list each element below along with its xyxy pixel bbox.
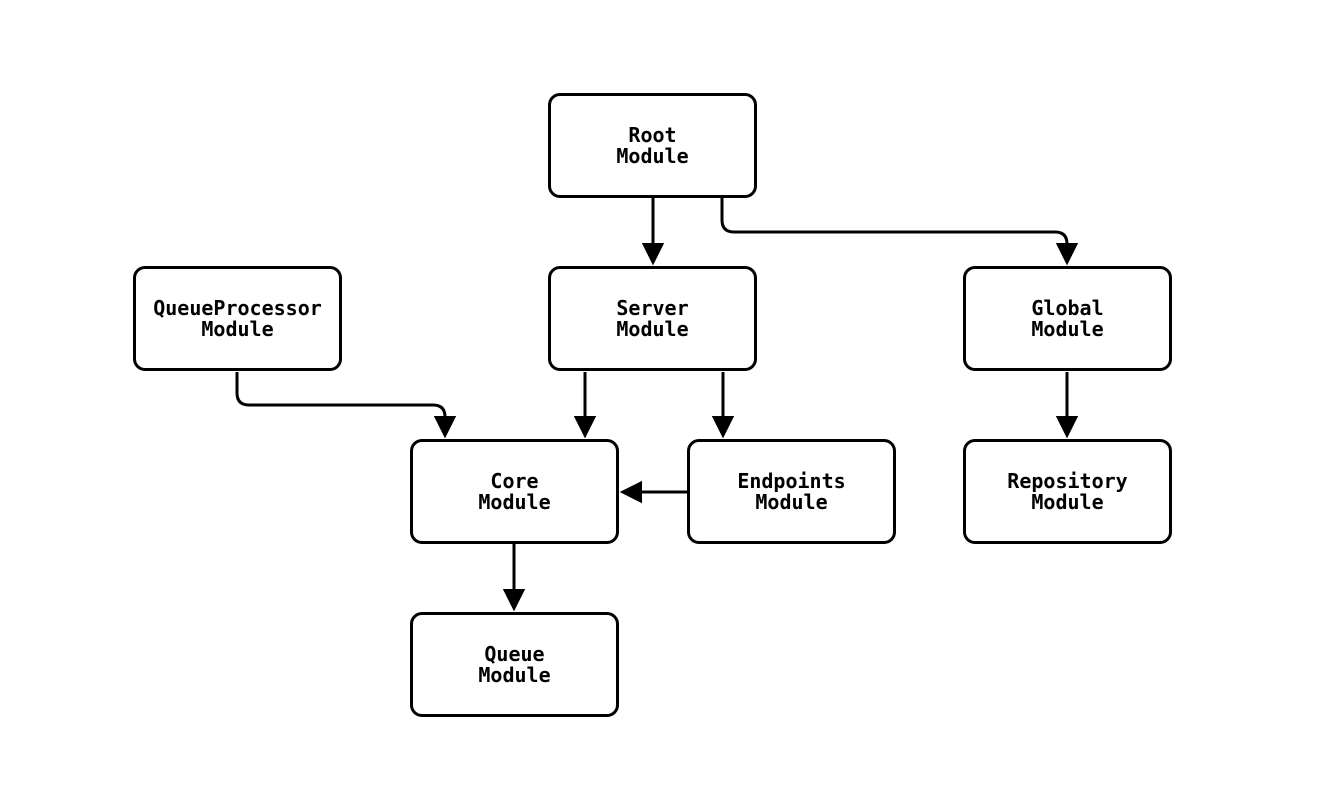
node-label: QueueProcessor Module xyxy=(153,295,322,341)
node-label: Server Module xyxy=(616,295,689,341)
node-global-module: Global Module xyxy=(963,266,1172,371)
node-queueprocessor-module: QueueProcessor Module xyxy=(133,266,342,371)
node-label: Core Module xyxy=(478,468,551,514)
node-core-module: Core Module xyxy=(410,439,619,544)
node-label: Root Module xyxy=(616,122,689,168)
node-server-module: Server Module xyxy=(548,266,757,371)
node-label: Endpoints Module xyxy=(737,468,846,514)
node-label: Repository Module xyxy=(1007,468,1128,514)
node-root-module: Root Module xyxy=(548,93,757,198)
node-label: Global Module xyxy=(1031,295,1104,341)
edge-root-to-global xyxy=(720,198,1079,266)
node-label: Queue Module xyxy=(478,641,551,687)
node-endpoints-module: Endpoints Module xyxy=(687,439,896,544)
node-queue-module: Queue Module xyxy=(410,612,619,717)
node-repository-module: Repository Module xyxy=(963,439,1172,544)
edge-queueprocessor-to-core xyxy=(235,372,457,439)
